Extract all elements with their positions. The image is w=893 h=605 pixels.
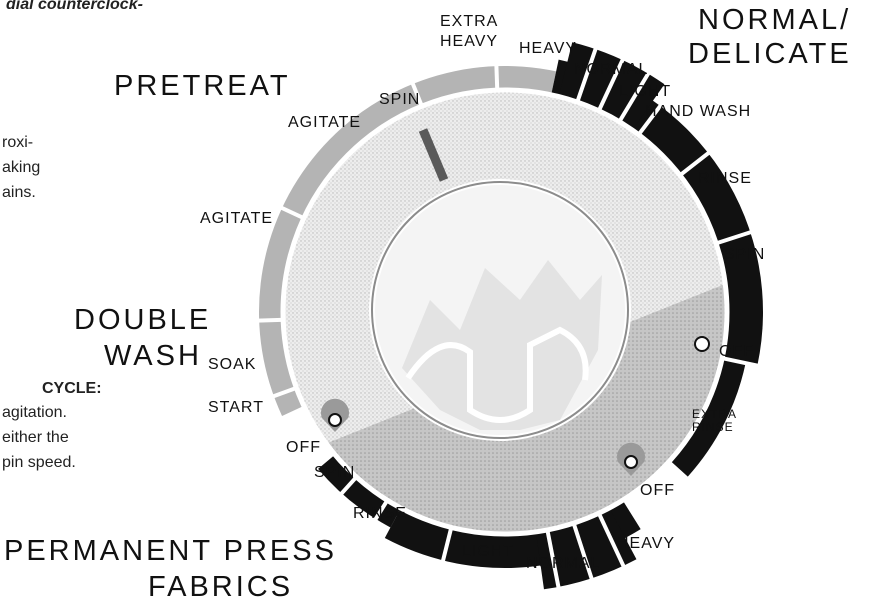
label-rinse: RINSE: [353, 506, 407, 522]
off-marker-right: [695, 337, 709, 351]
text-line: aking: [2, 160, 40, 176]
label-normal: NORMAL: [574, 62, 648, 78]
section-normal-delicate: DELICATE: [688, 40, 852, 69]
label-light: LIGHT: [619, 84, 671, 100]
label-extra-heavy: EXTRA: [440, 14, 498, 30]
label-light: LIGHT: [462, 544, 514, 560]
section-permanent-press: FABRICS: [148, 573, 293, 602]
label-heavy: HEAVY: [617, 536, 675, 552]
section-pretreat: PRETREAT: [114, 72, 291, 101]
label-extra-rinse: EXTRA: [692, 408, 737, 421]
tick-mark: [223, 320, 281, 322]
label-extra-heavy: HEAVY: [440, 34, 498, 50]
label-off: OFF: [286, 440, 321, 456]
label-rinse: RINSE: [698, 171, 752, 187]
label-soak: SOAK: [208, 357, 256, 373]
cycle-heading: CYCLE:: [42, 381, 102, 397]
text-line: pin speed.: [2, 455, 76, 471]
text-line: roxi-: [2, 135, 33, 151]
section-double-wash: DOUBLE: [74, 306, 211, 335]
timer-knob[interactable]: [372, 182, 628, 438]
label-hand-wash: HAND WASH: [645, 104, 751, 120]
label-off: OFF: [719, 344, 754, 360]
label-spin: SPIN: [724, 247, 765, 263]
section-permanent-press: PERMANENT PRESS: [4, 537, 337, 566]
label-extra-rinse: RINSE: [692, 421, 734, 434]
label-agitate: AGITATE: [200, 211, 273, 227]
label-off: OFF: [640, 483, 675, 499]
section-normal-delicate: NORMAL/: [698, 6, 851, 35]
text-line: agitation.: [2, 405, 67, 421]
label-agitate: AGITATE: [288, 115, 361, 131]
text-line: ains.: [2, 185, 36, 201]
label-spin: SPIN: [379, 92, 420, 108]
instruction-fragment: dial counterclock-: [6, 0, 143, 13]
text-line: either the: [2, 430, 69, 446]
label-normal: NORMAL: [526, 556, 600, 572]
label-spin: SPIN: [314, 465, 355, 481]
label-heavy: HEAVY: [519, 41, 577, 57]
section-double-wash: WASH: [104, 342, 202, 371]
label-start: START: [208, 400, 264, 416]
